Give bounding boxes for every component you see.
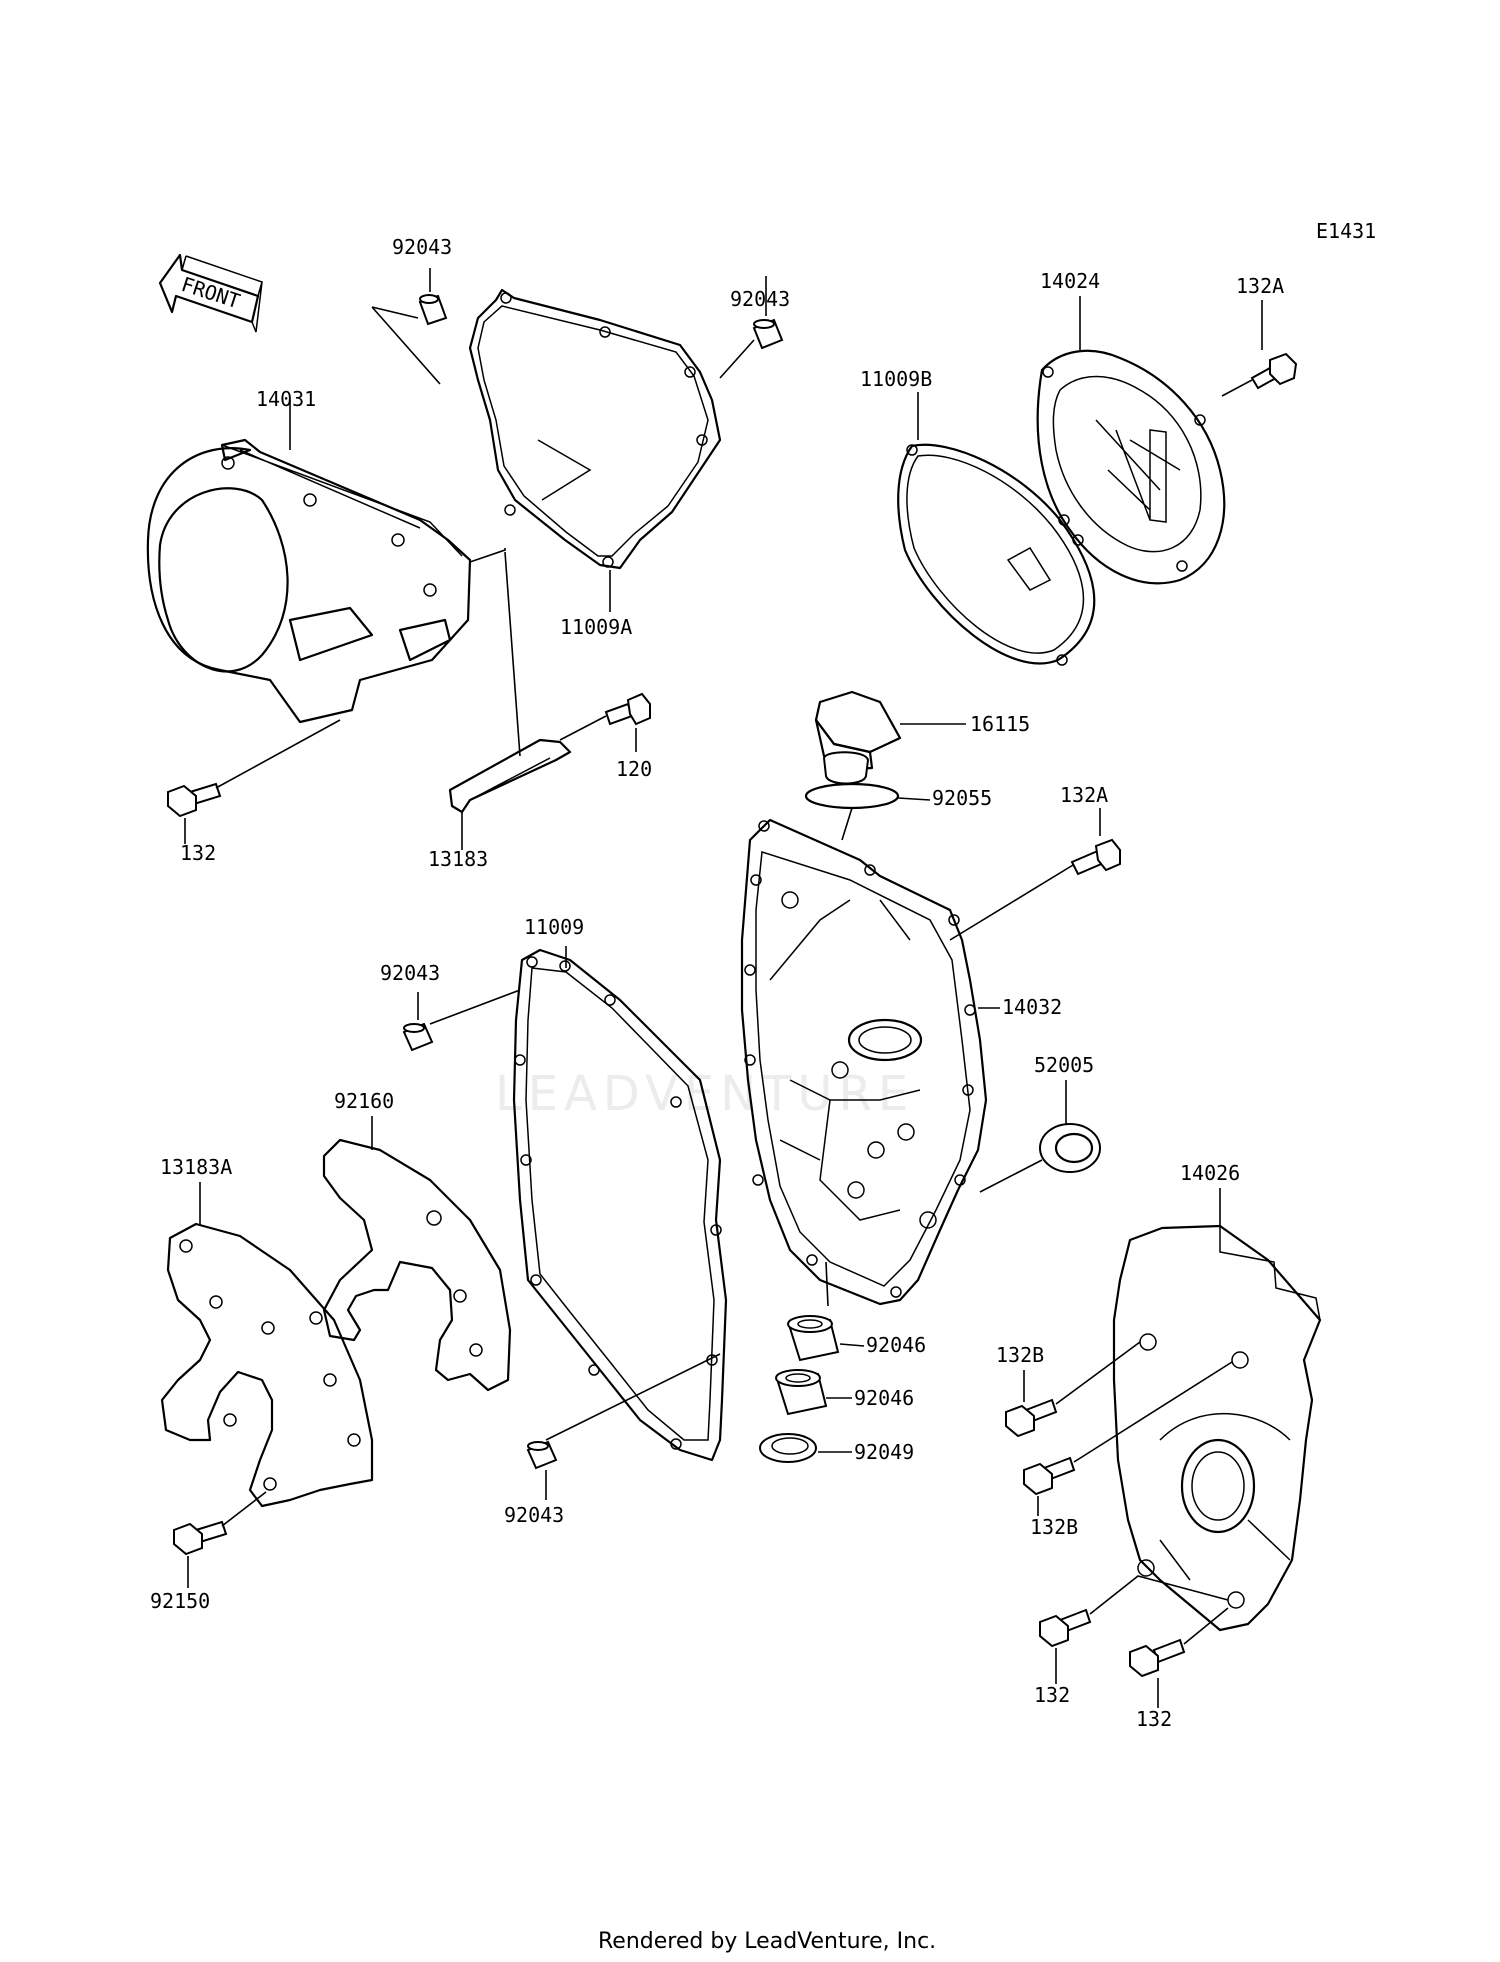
- label-11009: 11009: [524, 915, 584, 939]
- oil-filler-cap-16115: [814, 690, 902, 785]
- label-92160: 92160: [334, 1089, 394, 1113]
- gasket-11009B: [897, 443, 1096, 666]
- guide-plate-13183A: [160, 1222, 374, 1508]
- label-14024: 14024: [1040, 269, 1100, 293]
- diagram-code: E1431: [1316, 219, 1376, 243]
- screw-120: [604, 692, 651, 726]
- label-13183: 13183: [428, 847, 488, 871]
- plate-92160: [322, 1138, 512, 1392]
- gasket-11009: [512, 948, 728, 1462]
- label-14026: 14026: [1180, 1161, 1240, 1185]
- label-132: 132: [180, 841, 216, 865]
- label-11009B: 11009B: [860, 367, 932, 391]
- label-13183A: 13183A: [160, 1155, 232, 1179]
- needle-bearing-92046-lower: [775, 1369, 828, 1416]
- gasket-11009A: [468, 288, 722, 570]
- dowel-pin-92043-middle: [402, 1022, 434, 1052]
- label-14032: 14032: [1002, 995, 1062, 1019]
- label-92043: 92043: [504, 1503, 564, 1527]
- label-120: 120: [616, 757, 652, 781]
- label-92055: 92055: [932, 786, 992, 810]
- cover-14024: [1036, 349, 1226, 585]
- oil-seal-92049: [759, 1433, 817, 1463]
- needle-bearing-92046-upper: [787, 1315, 840, 1362]
- bolt-132A-top: [1250, 352, 1298, 390]
- label-132B: 132B: [996, 1343, 1044, 1367]
- label-132: 132: [1136, 1707, 1172, 1731]
- label-52005: 52005: [1034, 1053, 1094, 1077]
- label-14031: 14031: [256, 387, 316, 411]
- label-92046: 92046: [866, 1333, 926, 1357]
- label-132: 132: [1034, 1683, 1070, 1707]
- label-92049: 92049: [854, 1440, 914, 1464]
- label-132A: 132A: [1060, 783, 1108, 807]
- bolt-132-left: [167, 782, 222, 818]
- sprocket-cover-14026: [1112, 1224, 1322, 1632]
- bolt-132B-upper: [1005, 1398, 1058, 1438]
- guide-plate-13183: [448, 738, 572, 814]
- label-92046: 92046: [854, 1386, 914, 1410]
- label-132B: 132B: [1030, 1515, 1078, 1539]
- bolt-132B-lower: [1023, 1456, 1076, 1496]
- label-92043: 92043: [380, 961, 440, 985]
- o-ring-92055: [804, 782, 900, 810]
- label-92043: 92043: [392, 235, 452, 259]
- bolt-132-lower-right: [1129, 1638, 1186, 1678]
- dowel-pin-92043-bottom: [526, 1440, 558, 1470]
- generator-cover-14031: [146, 438, 472, 724]
- label-92043: 92043: [730, 287, 790, 311]
- bolt-132A-middle: [1070, 838, 1121, 876]
- footer-credit: Rendered by LeadVenture, Inc.: [598, 1929, 936, 1954]
- label-92150: 92150: [150, 1589, 210, 1613]
- dowel-pin-92043-top: [418, 294, 448, 326]
- clutch-cover-14032: [740, 818, 988, 1306]
- label-16115: 16115: [970, 712, 1030, 736]
- front-arrow-icon: FRONT: [158, 253, 263, 333]
- watermark-text: LEADVENTURE: [495, 1066, 914, 1122]
- bolt-92150: [173, 1520, 228, 1556]
- oil-seal-52005: [1039, 1123, 1101, 1173]
- dowel-pin-92043-right: [752, 318, 784, 350]
- bolt-132-lower-left: [1039, 1608, 1092, 1648]
- label-132A: 132A: [1236, 274, 1284, 298]
- label-11009A: 11009A: [560, 615, 632, 639]
